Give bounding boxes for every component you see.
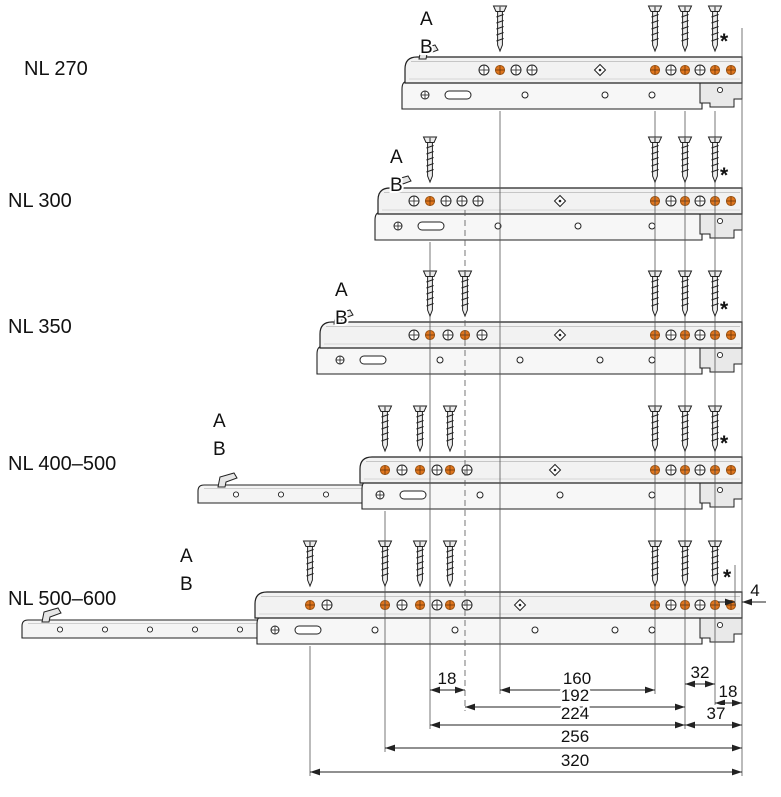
screw-icon: [647, 5, 663, 53]
screw-icon: [442, 405, 458, 453]
dim-label-18-rear: 18: [719, 682, 738, 701]
screw-icon: [377, 405, 393, 453]
screw-icon: [457, 270, 473, 318]
screw-icon: [707, 270, 723, 318]
screw-icon: [647, 136, 663, 184]
dim-label-320: 320: [561, 751, 589, 770]
screw-icon: [677, 270, 693, 318]
label-a-row-1: A: [420, 9, 433, 30]
rear-bracket: [699, 80, 743, 108]
dim-label-256: 256: [561, 727, 589, 746]
label-a-row-3: A: [335, 280, 348, 301]
dim-label-37: 37: [707, 704, 726, 723]
slot-hole-icon: [444, 90, 472, 100]
slot-hole-icon: [294, 625, 322, 635]
upper-rail: [319, 321, 743, 349]
label-a-row-2: A: [390, 147, 403, 168]
dim-label-160: 160: [563, 669, 591, 688]
screw-icon: [302, 540, 318, 588]
asterisk-row-1: *: [720, 30, 729, 53]
row-label-nl-300: NL 300: [8, 190, 72, 212]
screw-icon: [707, 5, 723, 53]
dim-label-192: 192: [561, 686, 589, 705]
dim-label-32: 32: [691, 663, 710, 682]
slide-row-1: [401, 44, 743, 110]
label-a-row-4: A: [213, 411, 226, 432]
slide-row-2: [374, 175, 743, 241]
cabinet-rail: [256, 615, 703, 645]
screw-icon: [677, 405, 693, 453]
upper-rail: [404, 56, 743, 84]
slot-hole-icon: [359, 355, 387, 365]
screw-icon: [647, 270, 663, 318]
rear-bracket: [699, 211, 743, 239]
screw-icon: [492, 5, 508, 53]
screw-icon: [707, 540, 723, 588]
front-hook-icon: [333, 309, 354, 325]
front-hook-icon: [217, 472, 238, 488]
screw-icon: [377, 540, 393, 588]
label-b-row-5: B: [180, 574, 193, 595]
screw-icon: [677, 136, 693, 184]
screw-icon: [647, 540, 663, 588]
screw-icon: [677, 5, 693, 53]
front-hook-icon: [391, 175, 412, 191]
label-a-row-5: A: [180, 546, 193, 567]
label-b-row-2: B: [390, 175, 403, 196]
drawing-layer: [21, 5, 766, 776]
slot-hole-icon: [399, 490, 427, 500]
label-b-row-4: B: [213, 439, 226, 460]
label-b-row-1: B: [420, 37, 433, 58]
rear-bracket: [699, 345, 743, 373]
asterisk-row-5: *: [723, 566, 732, 589]
upper-rail: [254, 591, 743, 619]
slide-row-5: [21, 591, 743, 645]
asterisk-row-2: *: [720, 164, 729, 187]
row-label-nl-500-600: NL 500–600: [8, 588, 116, 610]
screw-icon: [442, 540, 458, 588]
slot-hole-icon: [417, 221, 445, 231]
asterisk-row-3: *: [720, 298, 729, 321]
screw-icon: [707, 136, 723, 184]
row-label-nl-270: NL 270: [24, 58, 88, 80]
screw-icon: [422, 270, 438, 318]
asterisk-row-4: *: [720, 432, 729, 455]
rear-bracket: [699, 615, 743, 643]
rear-bracket: [699, 480, 743, 508]
dim-label-224: 224: [561, 704, 589, 723]
dim-label-4: 4: [750, 581, 759, 600]
dim-label-18-front: 18: [438, 669, 457, 688]
row-label-nl-350: NL 350: [8, 316, 72, 338]
screw-icon: [677, 540, 693, 588]
screw-icon: [412, 405, 428, 453]
front-hook-icon: [41, 607, 62, 623]
front-hook-icon: [418, 44, 439, 60]
screw-icon: [647, 405, 663, 453]
label-b-row-3: B: [335, 308, 348, 329]
slide-row-4: [197, 456, 743, 510]
screw-icon: [422, 136, 438, 184]
screw-icon: [707, 405, 723, 453]
row-label-nl-400-500: NL 400–500: [8, 453, 116, 475]
screw-icon: [412, 540, 428, 588]
slide-row-3: [316, 309, 743, 375]
